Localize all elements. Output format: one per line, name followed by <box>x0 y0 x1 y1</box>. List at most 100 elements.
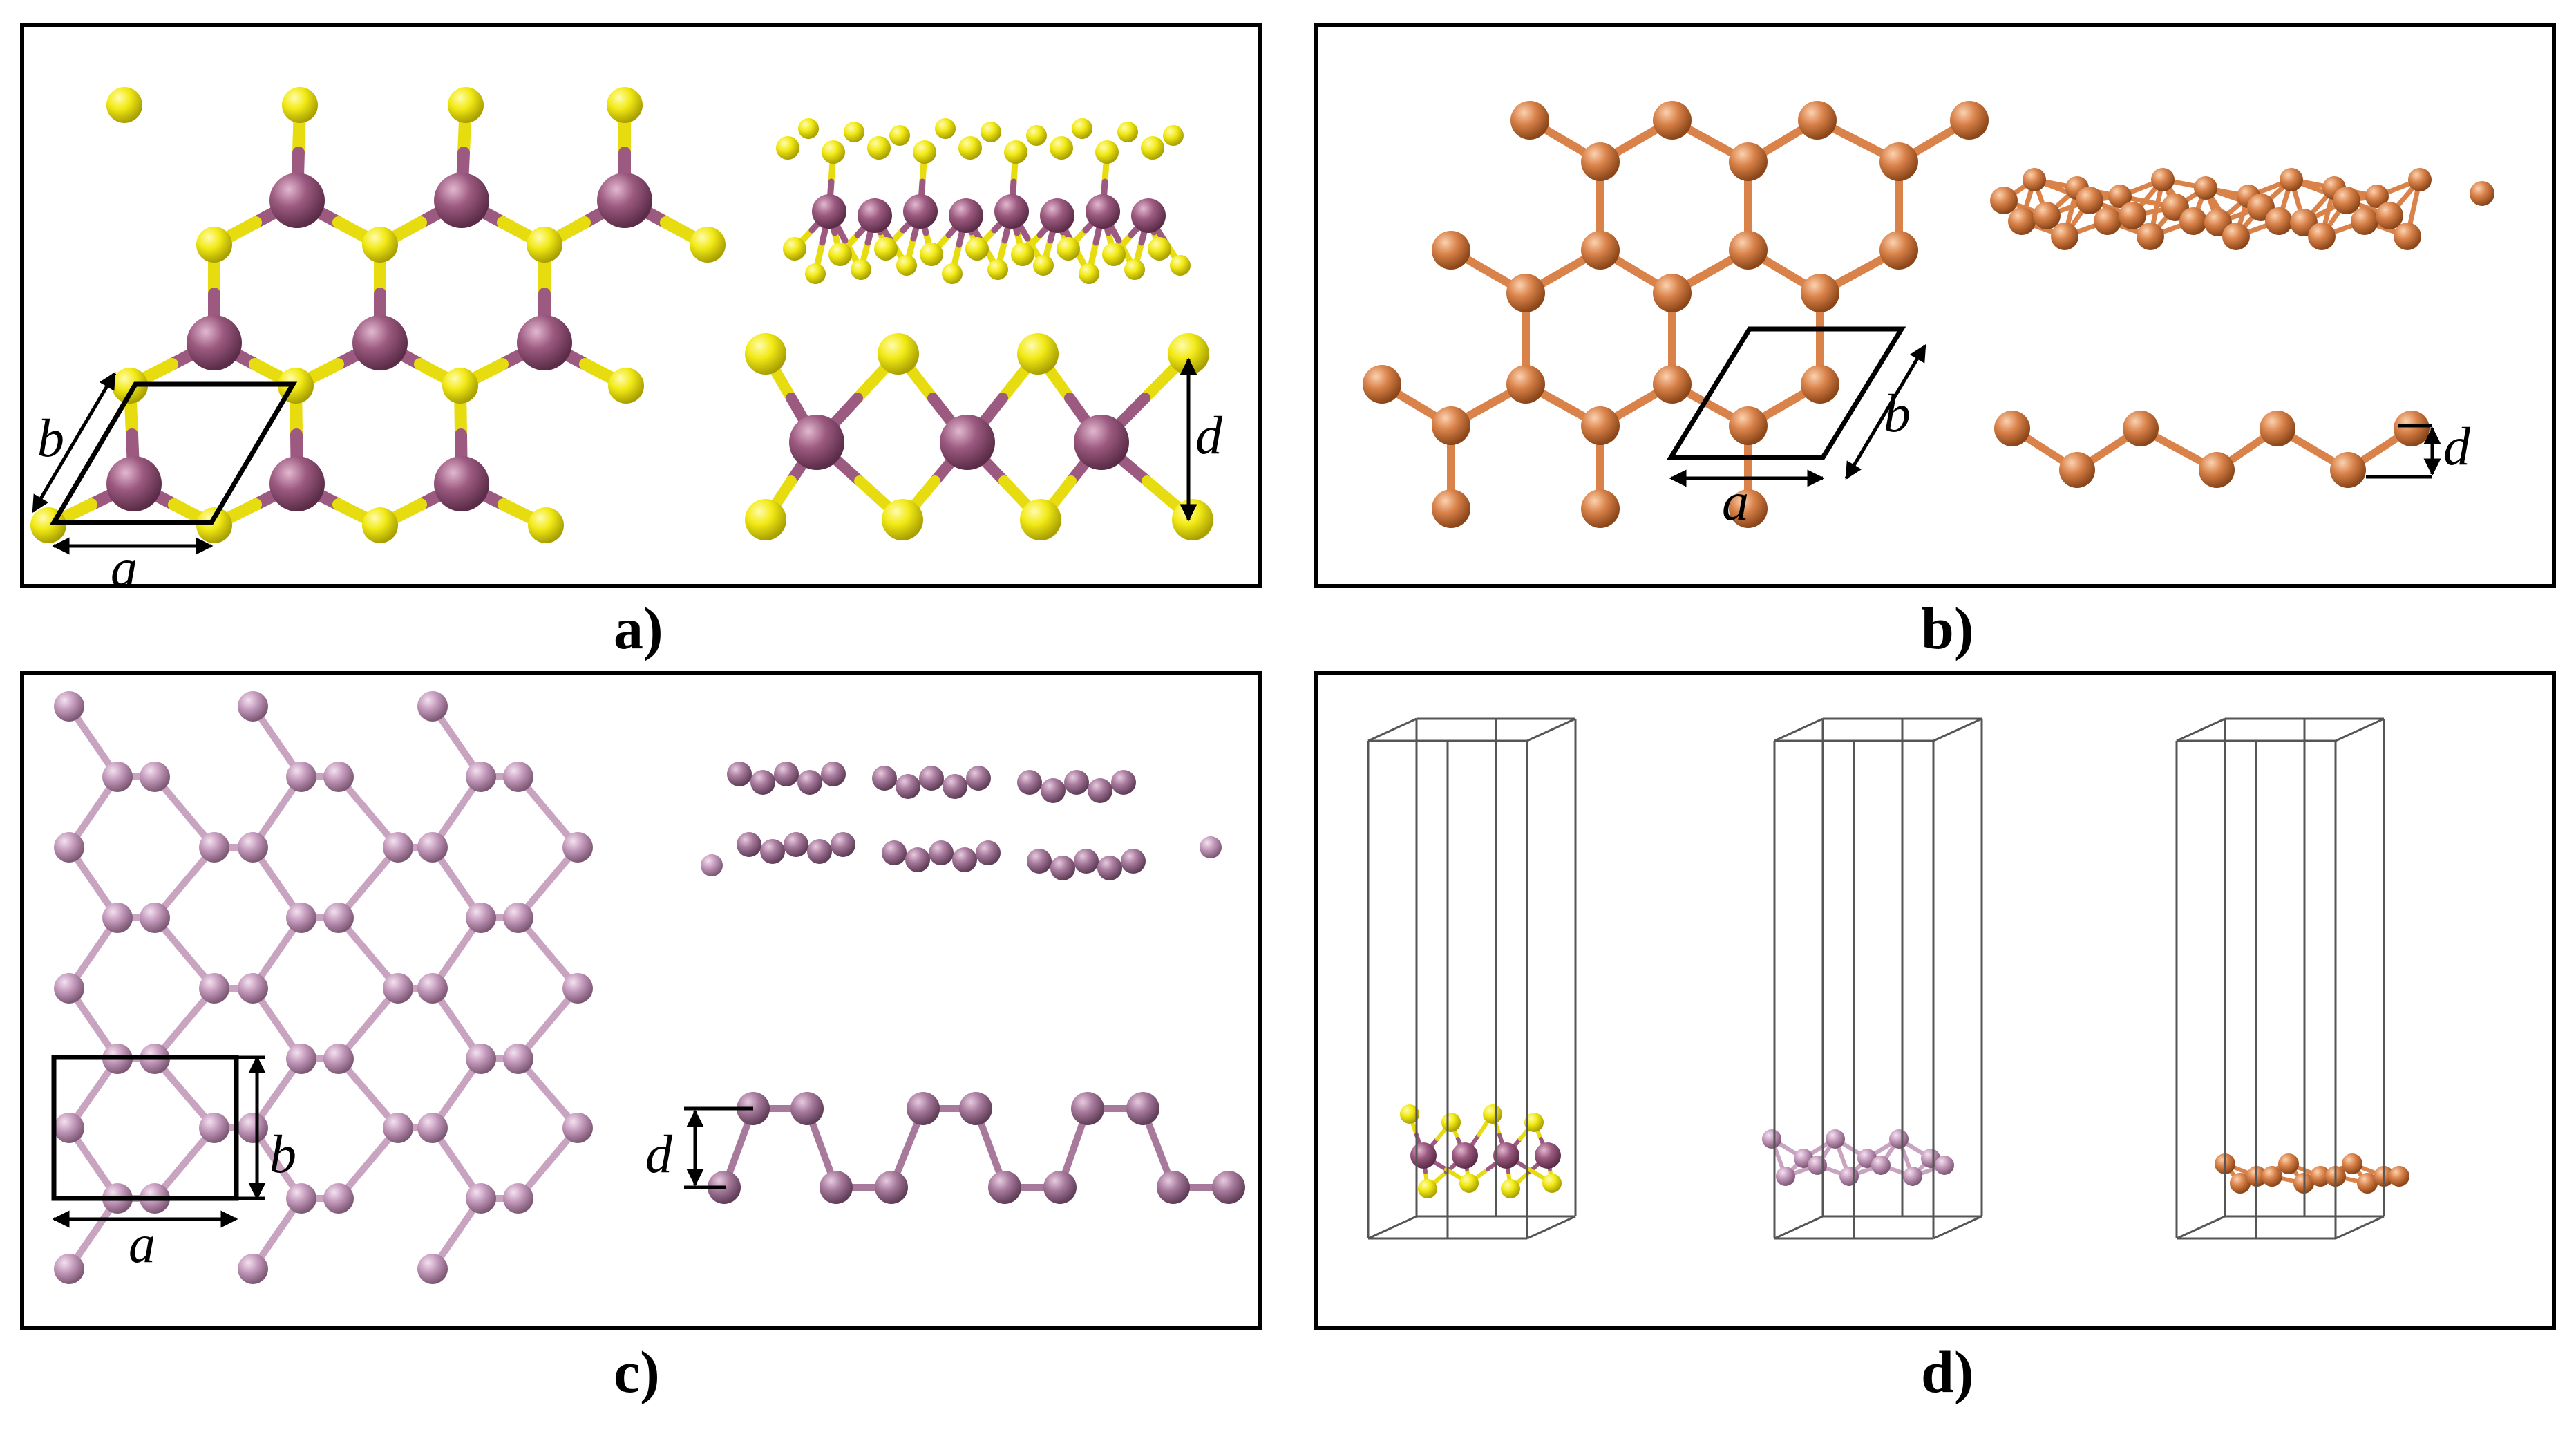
panel-a-perspective-sulfur-atom <box>1079 263 1099 284</box>
panel-a-top-sulfur-atom <box>282 87 318 123</box>
panel-b-perspective-copper-atom <box>2051 223 2078 250</box>
panel-a-top-sulfur-atom <box>527 227 562 263</box>
panel-a-perspective-sulfur-atom <box>798 118 819 139</box>
panel-c-side-phosphorus-atom <box>1126 1092 1159 1125</box>
panel-d-box-3-edge <box>2335 717 2385 742</box>
panel-b-top-copper-atom <box>1801 365 1839 404</box>
panel-c-perspective-phosphorus-atom <box>1097 856 1122 880</box>
panel-a-perspective-metal-atom <box>1040 198 1074 233</box>
panel-d-phosphorene-phosphorus-atom <box>1871 1156 1891 1175</box>
panel-a-perspective-sulfur-atom <box>1170 255 1191 276</box>
panel-a-top-sulfur-atom <box>112 368 148 404</box>
panel-c-perspective-phosphorus-atom <box>831 832 855 857</box>
panel-b-top-copper-atom <box>1798 101 1837 140</box>
panel-a-top-sulfur-atom <box>196 227 232 263</box>
panel-b-perspective-copper-atom <box>2008 207 2036 235</box>
panel-c-top-phosphorus-atom <box>54 1113 84 1143</box>
panel-c-top-phosphorus-atom <box>383 832 413 863</box>
panel-a-caption: a) <box>614 595 663 661</box>
panel-a-dim-b <box>31 371 117 514</box>
panel-b-top-copper-atom <box>1801 274 1839 312</box>
panel-b-perspective-copper-atom <box>2265 207 2293 235</box>
panel-d-mos2-metal-atom <box>1493 1142 1519 1169</box>
panel-c-top-phosphorus-atom <box>102 903 133 933</box>
panel-c-top-phosphorus-atom <box>503 762 533 792</box>
panel-b-top-copper-atom <box>1653 274 1692 312</box>
panel-c-label-a: a <box>129 1214 155 1274</box>
panel-b-perspective-copper-atom <box>2222 223 2250 250</box>
panel-c-top-phosphorus-atom <box>54 691 84 722</box>
panel-c-top-phosphorus-atom <box>199 973 229 1004</box>
panel-b-caption: b) <box>1921 595 1973 661</box>
panel-d-box-2-edge <box>1774 1215 1824 1240</box>
panel-b-top-copper-atom <box>1729 489 1768 528</box>
panel-c-top-phosphorus-atom <box>466 762 496 792</box>
panel-a-perspective-sulfur-atom <box>942 263 963 284</box>
panel-d-phosphorene-phosphorus-atom <box>1903 1167 1922 1186</box>
panel-d-mos2-sulfur-atom <box>1542 1174 1562 1193</box>
panel-c-top-phosphorus-atom <box>562 832 593 863</box>
panel-c-top-phosphorus-atom <box>417 691 448 722</box>
panel-b-perspective-copper-atom <box>2033 202 2061 229</box>
panel-c-perspective-phosphorus-atom <box>919 766 944 791</box>
panel-a-perspective-sulfur-atom <box>1117 122 1138 142</box>
panel-d-box-2-edge <box>1933 1215 1982 1240</box>
panel-a-perspective-metal-atom <box>994 194 1029 229</box>
panel-b-top-copper-atom <box>1581 489 1620 528</box>
panel-b-top-copper-atom <box>1432 231 1470 270</box>
panel-b-label-a: a <box>1722 471 1749 531</box>
panel-b-side-copper-atom <box>2059 452 2095 488</box>
panel-b-side-copper-atom <box>2199 452 2235 488</box>
panel-a-side-sulfur-atom <box>1172 499 1213 540</box>
panel-c-perspective-phosphorus-atom <box>807 839 832 864</box>
panel-a-perspective-metal-atom <box>1131 198 1166 233</box>
panel-b-top-copper-atom <box>1581 142 1620 181</box>
panel-c-top-phosphorus-atom <box>54 1254 84 1284</box>
panel-c-unit-cell <box>51 1055 239 1201</box>
panel-b-perspective-copper-atom <box>2119 202 2146 229</box>
panel-b-frame <box>1314 23 2556 588</box>
panel-c-top-phosphorus-atom <box>238 973 268 1004</box>
panel-b-label-b: b <box>1884 383 1911 443</box>
panel-c-side-phosphorus-atom <box>907 1092 940 1125</box>
panel-c-perspective-phosphorus-atom <box>929 840 954 865</box>
panel-d-phosphorene-phosphorus-atom <box>1839 1167 1859 1186</box>
panel-a-perspective-sulfur-atom <box>935 118 956 139</box>
panel-a-perspective-metal-atom <box>858 198 892 233</box>
panel-b-top-copper-atom <box>1432 489 1470 528</box>
panel-b-perspective-copper-atom <box>2470 181 2494 206</box>
panel-a-side-sulfur-atom <box>1020 499 1061 540</box>
panel-b-top-copper-atom <box>1879 231 1918 270</box>
panel-b-perspective-copper-atom <box>2333 187 2360 214</box>
panel-c-top-phosphorus-atom <box>417 1113 448 1143</box>
panel-b-top-copper-atom <box>1506 365 1545 404</box>
panel-c-top-phosphorus-atom <box>286 762 316 792</box>
panel-d-copper-copper-atom <box>2357 1173 2378 1194</box>
panel-a-top-sulfur-atom <box>607 87 643 123</box>
panel-b-side-copper-atom <box>2330 452 2366 488</box>
panel-a-side-sulfur-atom <box>745 499 786 540</box>
panel-c-top-phosphorus-atom <box>417 1254 448 1284</box>
panel-d-copper-copper-atom <box>2310 1166 2331 1187</box>
panel-b-side-copper-atom <box>2260 411 2295 446</box>
panel-c-top-phosphorus-atom <box>140 762 170 792</box>
panel-c-top-phosphorus-atom <box>286 1044 316 1074</box>
panel-d-phosphorene-phosphorus-atom <box>1826 1129 1845 1149</box>
panel-c-perspective-phosphorus-atom <box>750 770 775 795</box>
panel-c-top-phosphorus-atom <box>140 903 170 933</box>
panel-c-perspective-phosphorus-atom <box>952 847 977 872</box>
panel-a-side-sulfur-atom <box>878 333 919 375</box>
panel-d-mos2-sulfur-atom <box>1441 1113 1461 1132</box>
panel-d-mos2-sulfur-atom <box>1501 1179 1520 1198</box>
panel-a-perspective-sulfur-atom <box>783 237 806 261</box>
panel-c-top-phosphorus-atom <box>54 832 84 863</box>
panel-b-side-copper-atom <box>2394 411 2430 446</box>
panel-a-frame <box>20 23 1262 588</box>
panel-a-top-metal-atom <box>517 315 572 370</box>
panel-d-frame <box>1314 671 2556 1330</box>
panel-a-perspective-metal-atom <box>903 194 938 229</box>
panel-d-mos2-sulfur-atom <box>1400 1104 1419 1124</box>
panel-c-top-phosphorus-atom <box>562 1113 593 1143</box>
panel-a-perspective-metal-atom <box>949 198 983 233</box>
panel-c-perspective-phosphorus-atom <box>727 762 752 786</box>
